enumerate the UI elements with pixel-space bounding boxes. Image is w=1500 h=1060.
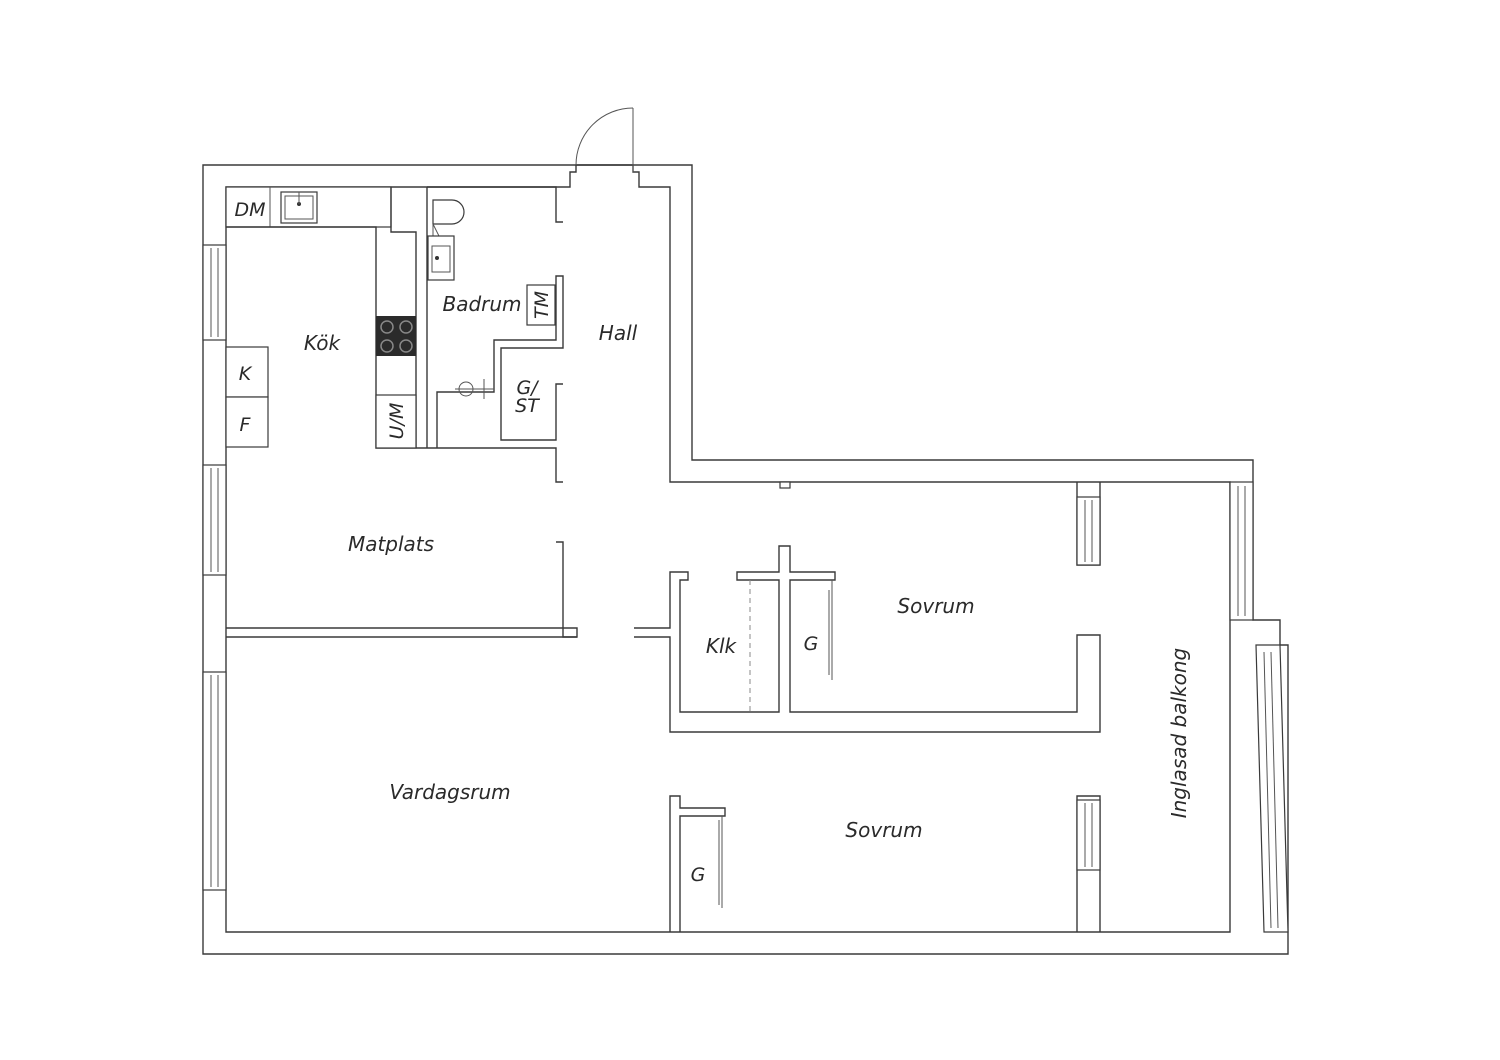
room-label-sovrum-lower: Sovrum	[845, 818, 922, 842]
room-label-hall: Hall	[599, 321, 638, 345]
fixture-label-k: K	[239, 363, 253, 385]
room-label-badrum: Badrum	[442, 292, 521, 316]
stove-icon	[376, 316, 416, 356]
fixture-label-tm: TM	[531, 291, 553, 319]
room-label-vardagsrum: Vardagsrum	[389, 780, 510, 804]
room-label-matplats: Matplats	[348, 532, 434, 556]
upper-bedroom-walls	[634, 481, 1101, 733]
bathroom-sink-icon	[427, 235, 455, 281]
room-label-balkong: Inglasad balkong	[1167, 648, 1191, 819]
fixture-label-um: U/M	[386, 403, 408, 440]
toilet-icon	[432, 199, 465, 241]
fixture-label-gst-2: ST	[515, 395, 540, 417]
balcony-glazing	[1229, 481, 1289, 933]
lower-bedroom-walls	[669, 795, 1101, 932]
fixture-label-f: F	[240, 414, 252, 436]
windows	[202, 244, 1101, 891]
fixture-label-g-upper: G	[804, 633, 819, 655]
fixture-label-g-lower: G	[691, 864, 706, 886]
outer-walls	[202, 164, 1289, 955]
fixture-label-dm: DM	[234, 199, 265, 221]
kitchen-sink	[280, 191, 318, 224]
room-label-sovrum-upper: Sovrum	[897, 594, 974, 618]
fixture-label-gst-1: G/	[516, 377, 540, 399]
entrance-door[interactable]	[575, 107, 634, 172]
shower-icon	[455, 379, 494, 399]
room-label-kok: Kök	[304, 331, 342, 355]
hall-partition	[226, 541, 578, 638]
bathroom-walls	[426, 186, 564, 448]
room-label-klk: Klk	[706, 634, 738, 658]
